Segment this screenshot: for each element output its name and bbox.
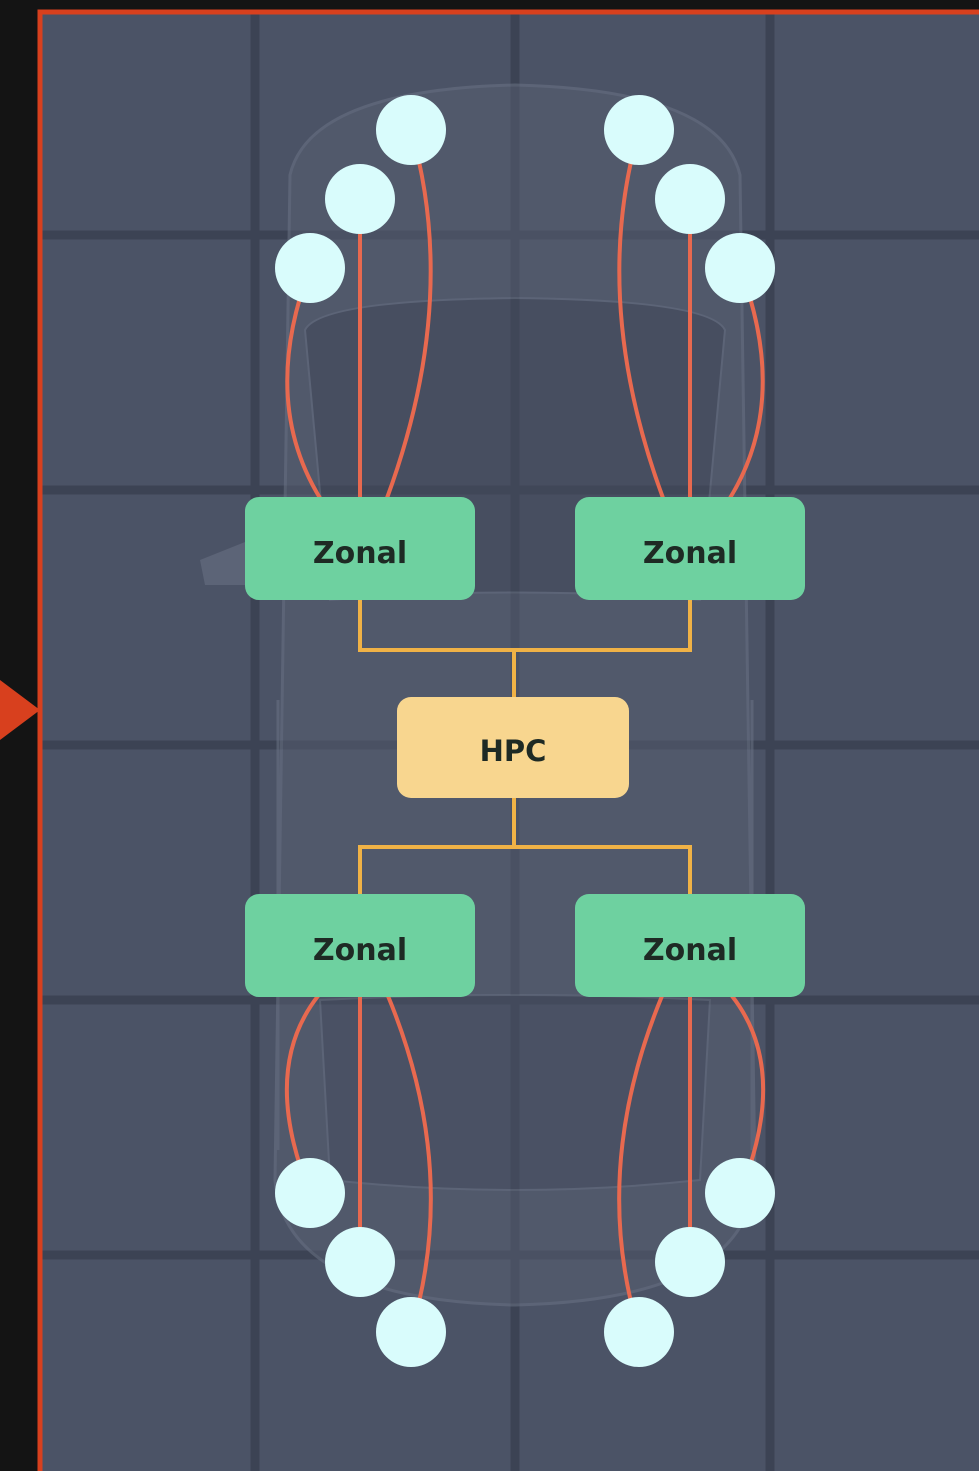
sensor-front-left-2 [325,164,395,234]
zonal-label: Zonal [643,933,737,968]
sensor-rear-right-3 [604,1297,674,1367]
sensor-front-right-2 [655,164,725,234]
hpc-node: HPC [397,697,629,798]
zonal-node-front-left: Zonal [245,497,475,600]
sensor-rear-left-1 [275,1158,345,1228]
arrow-right-icon [0,680,40,740]
sensor-front-right-1 [604,95,674,165]
sensor-rear-left-2 [325,1227,395,1297]
sensor-rear-right-2 [655,1227,725,1297]
zonal-node-rear-right: Zonal [575,894,805,997]
sensor-front-left-1 [376,95,446,165]
sensor-wires [284,128,766,1334]
trunk-wire-rear [358,845,692,895]
sensor-rear-left-3 [376,1297,446,1367]
panel-border [37,9,979,1471]
hpc-label: HPC [480,734,547,768]
zonal-node-rear-left: Zonal [245,894,475,997]
sensors [275,95,775,1367]
zonal-label: Zonal [313,933,407,968]
sensor-front-right-3 [705,233,775,303]
sensor-front-left-3 [275,233,345,303]
zonal-label: Zonal [643,536,737,571]
trunk-wires [358,600,692,895]
zonal-label: Zonal [313,536,407,571]
sensor-rear-right-1 [705,1158,775,1228]
trunk-wire-front [358,600,692,652]
zonal-node-front-right: Zonal [575,497,805,600]
